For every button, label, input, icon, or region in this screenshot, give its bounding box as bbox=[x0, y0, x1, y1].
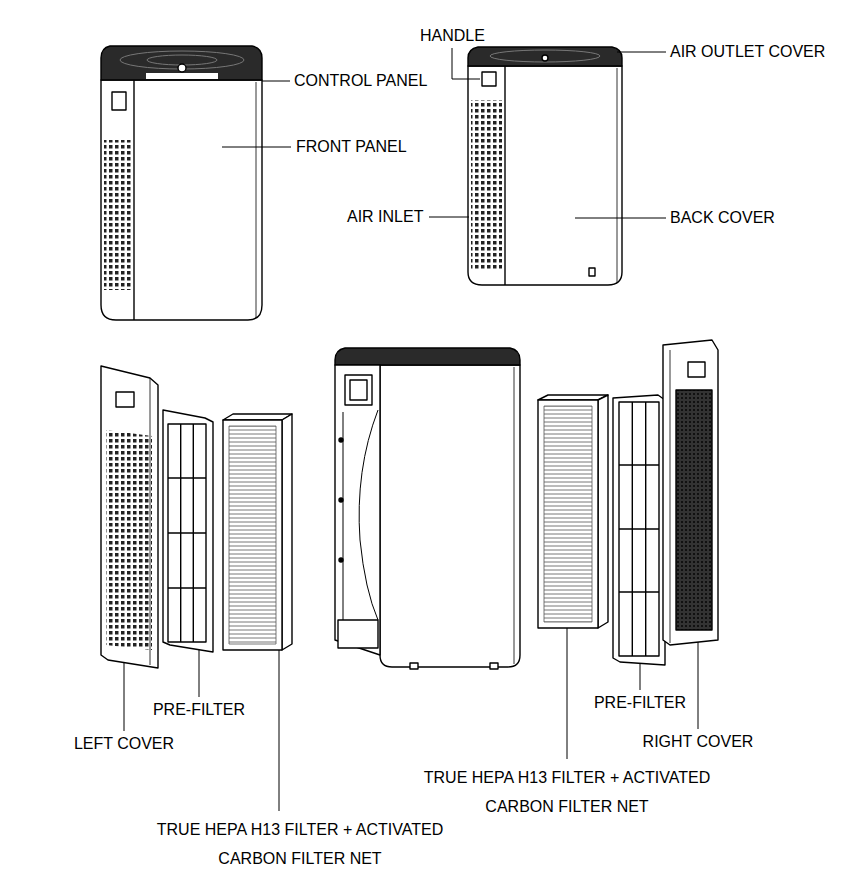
purifier-front-view bbox=[101, 46, 262, 320]
part-label: AIR OUTLET COVER bbox=[670, 42, 825, 61]
part-label: BACK COVER bbox=[670, 208, 775, 227]
part-label: PRE-FILTER bbox=[594, 693, 686, 712]
right-cover-drawing bbox=[663, 340, 718, 645]
part-label: TRUE HEPA H13 FILTER + ACTIVATED CARBON … bbox=[152, 815, 448, 873]
part-label: TRUE HEPA H13 FILTER + ACTIVATED CARBON … bbox=[419, 763, 715, 821]
part-label: LEFT COVER bbox=[74, 734, 174, 753]
part-label: CONTROL PANEL bbox=[294, 71, 427, 90]
part-label: PRE-FILTER bbox=[153, 700, 245, 719]
purifier-back-view bbox=[468, 47, 622, 285]
hepa-filter-drawing bbox=[538, 395, 608, 628]
leader-lines bbox=[124, 48, 698, 811]
pre-filter-drawing bbox=[613, 395, 665, 665]
part-label: FRONT PANEL bbox=[296, 137, 407, 156]
pre-filter-drawing bbox=[163, 410, 213, 652]
part-label: RIGHT COVER bbox=[643, 732, 754, 751]
part-label: HANDLE bbox=[420, 26, 485, 45]
part-label: AIR INLET bbox=[347, 207, 423, 226]
purifier-body-open bbox=[335, 348, 520, 669]
left-cover-drawing bbox=[101, 366, 158, 668]
hepa-filter-drawing bbox=[223, 414, 292, 650]
